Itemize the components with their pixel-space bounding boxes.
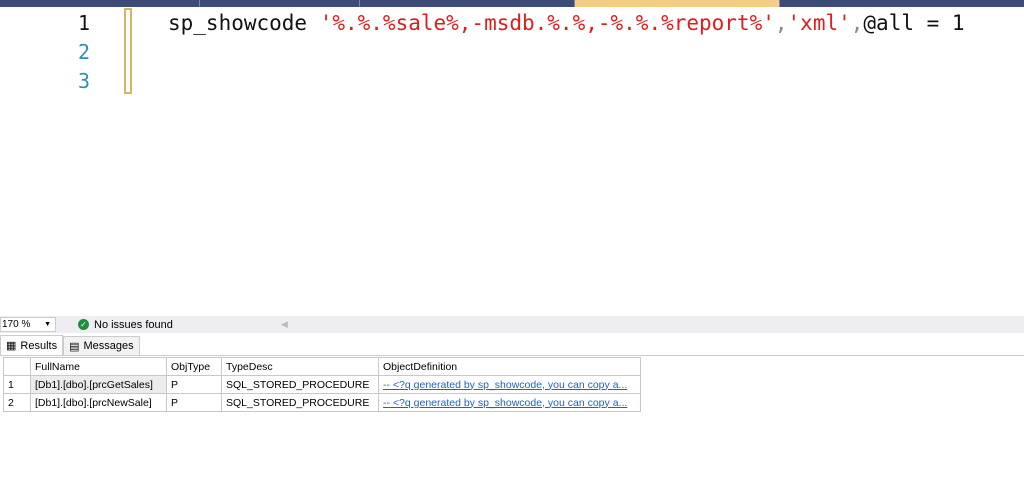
results-grid[interactable]: FullName ObjType TypeDesc ObjectDefiniti… [3, 357, 641, 412]
tab-messages[interactable]: ▤Messages [63, 336, 140, 355]
cell-objtype[interactable]: P [166, 375, 222, 394]
row-number[interactable]: 1 [3, 375, 31, 394]
issues-indicator[interactable]: ✓ No issues found [78, 319, 173, 331]
cell-typedesc[interactable]: SQL_STORED_PROCEDURE [221, 375, 379, 394]
zoom-value: 170 % [2, 319, 31, 330]
check-circle-icon: ✓ [78, 319, 89, 330]
code-proc-name: sp_showcode [168, 11, 320, 35]
zoom-select[interactable]: 170 % ▼ [0, 317, 56, 332]
column-header[interactable]: ObjType [166, 357, 222, 376]
column-header[interactable] [3, 357, 31, 376]
tab-label: Results [20, 339, 58, 352]
line-number: 1 [77, 11, 90, 35]
divider [0, 355, 1024, 356]
object-definition-link[interactable]: -- <?q generated by sp_showcode, you can… [383, 378, 628, 391]
column-header[interactable]: TypeDesc [221, 357, 379, 376]
document-tab-active[interactable] [575, 0, 780, 7]
tab-label: Messages [83, 340, 134, 352]
code-string-arg: 'xml' [787, 11, 851, 35]
cell-fullname[interactable]: [Db1].[dbo].[prcNewSale] [30, 393, 167, 412]
grid-icon: ▦ [6, 340, 17, 352]
issues-text: No issues found [94, 318, 173, 331]
table-row[interactable]: 1 [Db1].[dbo].[prcGetSales] P SQL_STORED… [3, 375, 641, 394]
column-header[interactable]: FullName [30, 357, 167, 376]
cell-objectdefinition[interactable]: -- <?q generated by sp_showcode, you can… [378, 393, 641, 412]
chevron-down-icon: ▼ [44, 321, 51, 328]
table-row[interactable]: 2 [Db1].[dbo].[prcNewSale] P SQL_STORED_… [3, 393, 641, 412]
document-tab[interactable] [200, 0, 360, 7]
document-tab[interactable] [0, 0, 200, 7]
cell-fullname[interactable]: [Db1].[dbo].[prcGetSales] [30, 375, 167, 394]
results-tabs: ▦Results ▤Messages [0, 335, 140, 355]
cell-objectdefinition[interactable]: -- <?q generated by sp_showcode, you can… [378, 375, 641, 394]
scroll-left-icon[interactable]: ◀ [280, 319, 288, 329]
code-param: @all = 1 [863, 11, 965, 35]
query-editor[interactable]: 1 2 3 sp_showcode '%.%.%sale%,-msdb.%.%,… [0, 7, 1024, 316]
change-tracking-margin [124, 8, 132, 94]
row-number[interactable]: 2 [3, 393, 31, 412]
tab-results[interactable]: ▦Results [0, 335, 64, 355]
editor-status-bar: 170 % ▼ ✓ No issues found ◀ [0, 316, 1024, 333]
code-line-1[interactable]: sp_showcode '%.%.%sale%,-msdb.%.%,-%.%.%… [168, 11, 965, 35]
document-tab-strip [0, 0, 1024, 7]
cell-objtype[interactable]: P [166, 393, 222, 412]
line-number: 2 [77, 40, 90, 64]
line-number: 3 [77, 69, 90, 93]
column-header[interactable]: ObjectDefinition [378, 357, 641, 376]
header-row: FullName ObjType TypeDesc ObjectDefiniti… [3, 357, 641, 376]
document-tab[interactable] [360, 0, 575, 7]
code-comma: , [850, 11, 864, 35]
code-string-arg: '%.%.%sale%,-msdb.%.%,-%.%.%report%' [319, 11, 775, 35]
object-definition-link[interactable]: -- <?q generated by sp_showcode, you can… [383, 396, 628, 409]
code-comma: , [774, 11, 788, 35]
messages-icon: ▤ [69, 340, 80, 353]
cell-typedesc[interactable]: SQL_STORED_PROCEDURE [221, 393, 379, 412]
